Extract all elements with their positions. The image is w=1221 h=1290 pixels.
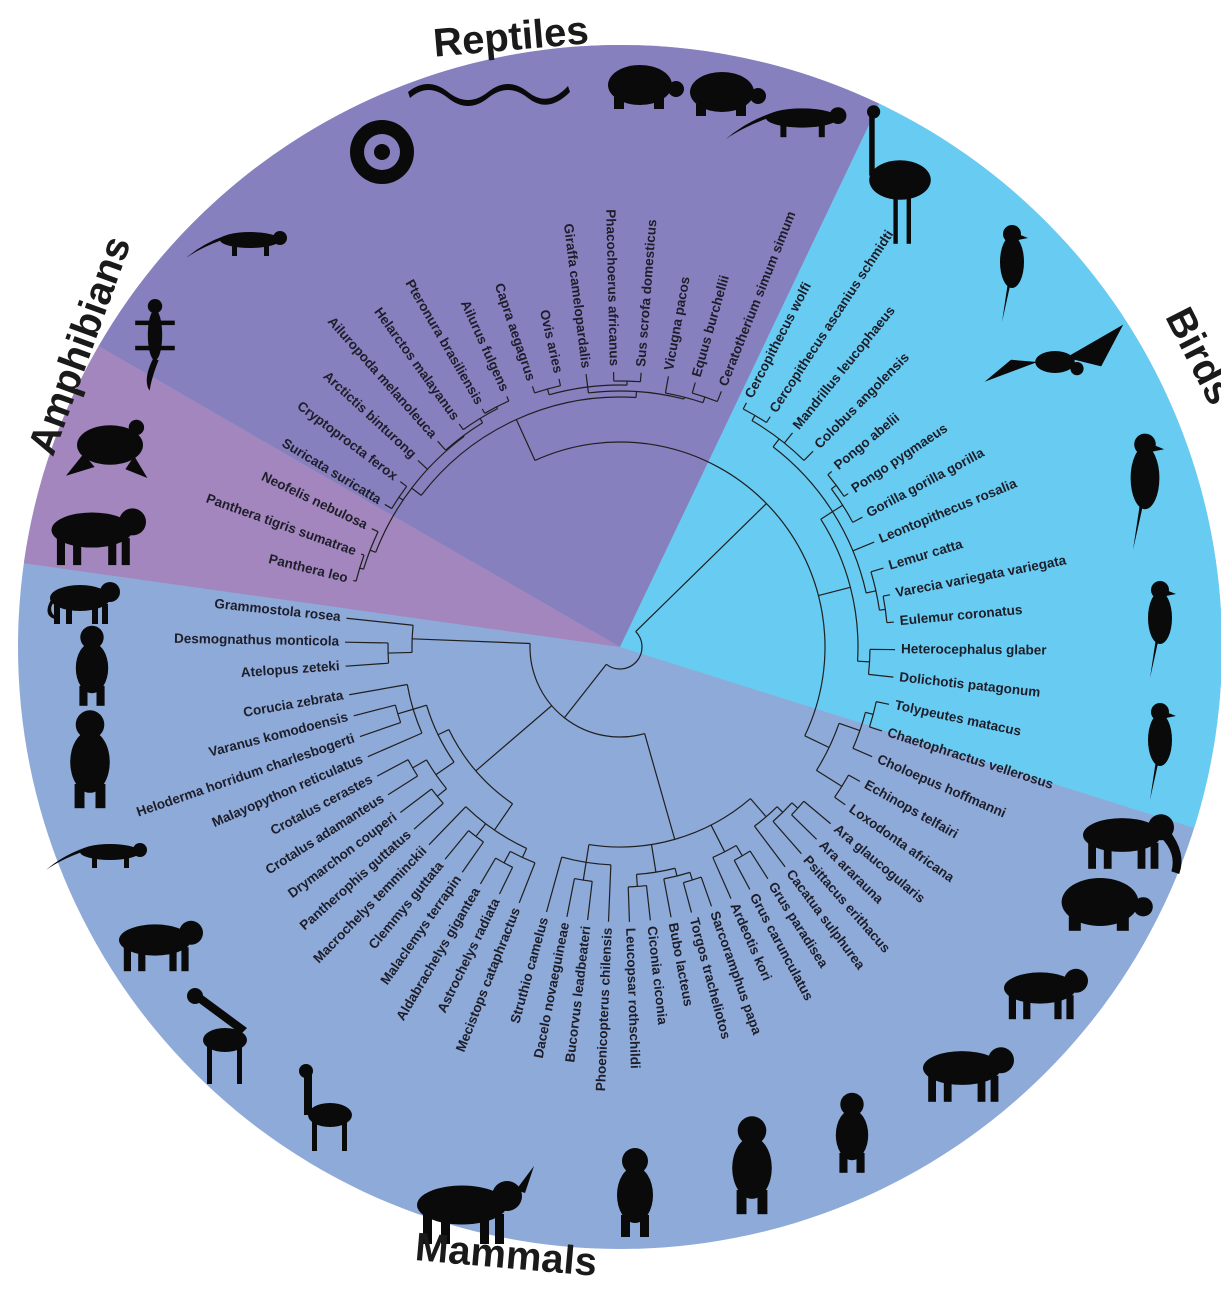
coiled-snake-icon <box>350 120 414 184</box>
branch-sus-scrofa-domesticus <box>640 373 641 382</box>
branch-eulemur-coronatus <box>887 622 894 623</box>
internal-branch <box>588 387 589 393</box>
internal-branch <box>879 609 885 610</box>
internal-branch <box>388 652 412 653</box>
species-label-desmognathus-monticola: Desmognathus monticola <box>174 631 340 649</box>
species-label-heterocephalus-glaber: Heterocephalus glaber <box>901 641 1047 657</box>
branch-desmognathus-monticola <box>345 642 388 643</box>
internal-branch <box>858 661 870 662</box>
